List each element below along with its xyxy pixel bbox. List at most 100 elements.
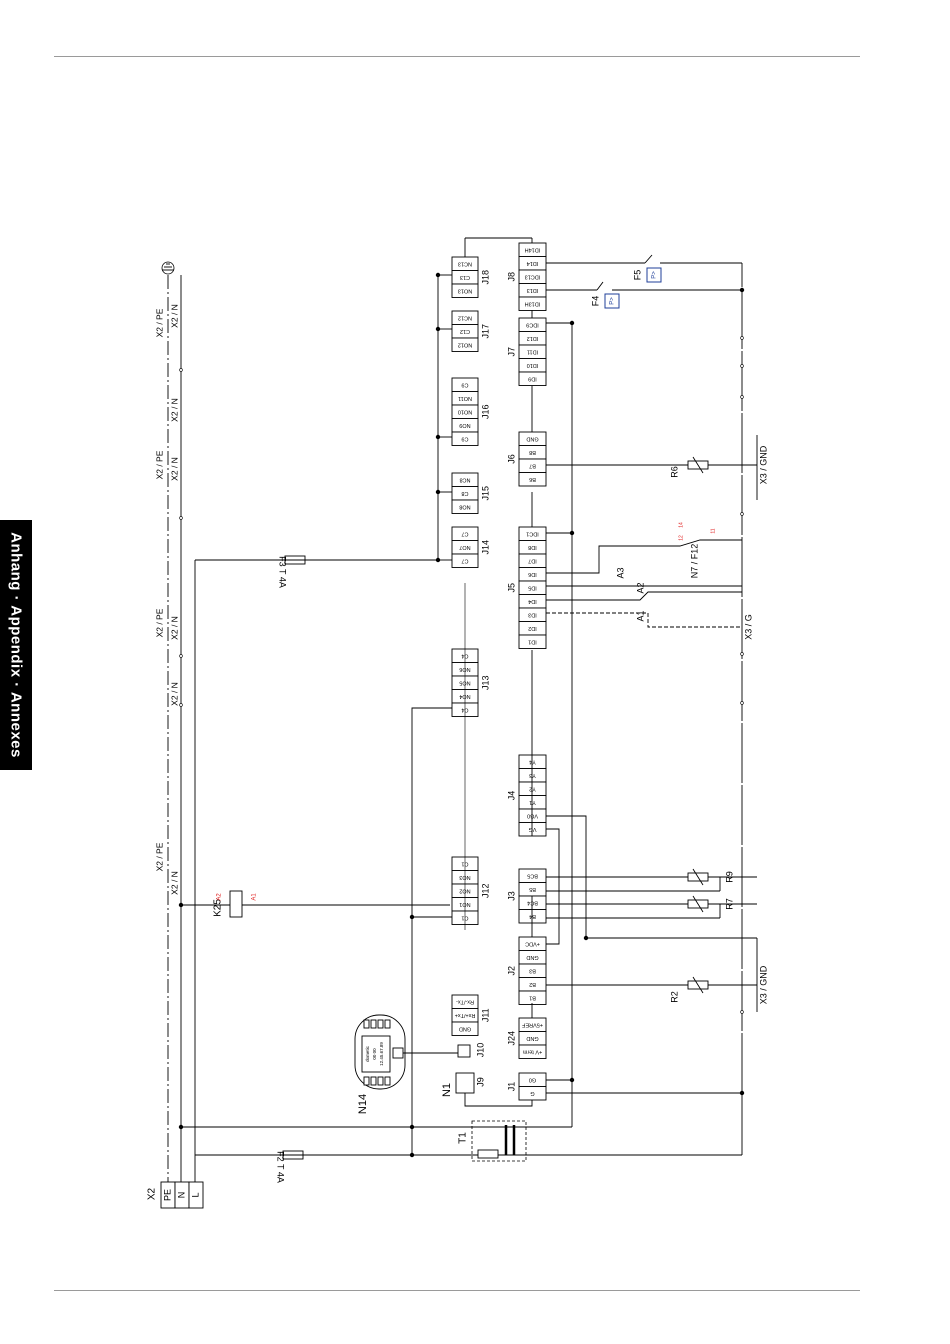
- mains-terminal-label: L: [190, 1192, 200, 1197]
- display-label: N14: [357, 1094, 369, 1114]
- io-connector-name: J4: [506, 791, 516, 801]
- sensor-label: R9: [724, 871, 734, 883]
- io-connector-pin-label: VG0: [527, 812, 538, 818]
- io-connector-pin-label: ID11: [527, 348, 538, 354]
- relay-connector-pin-label: NC13: [458, 260, 472, 266]
- io-connector-name: J3: [506, 891, 516, 901]
- contact-number: 14: [678, 522, 684, 528]
- io-connector-pin-label: B8: [529, 449, 536, 455]
- io-connector-pin-label: ID1: [528, 638, 537, 644]
- io-connector-pin-label: BC5: [527, 872, 538, 878]
- ground-label: X3 / GND: [758, 445, 768, 484]
- pswitch-label: F5: [632, 270, 642, 281]
- ground-label: X3 / GND: [758, 965, 768, 1004]
- io-connector-pin-label: GND: [526, 1035, 538, 1041]
- io-connector-pin-label: IDC13: [525, 273, 541, 279]
- bus-label: X2 / PE: [154, 842, 164, 871]
- io-connector-pin-label: ID13H: [525, 300, 541, 306]
- io-connector-name: J1: [506, 1082, 516, 1092]
- io-connector-pin-label: GND: [526, 435, 538, 441]
- pressure-switch-symbol: P>: [610, 297, 616, 305]
- relay-connector-name: J18: [480, 270, 490, 285]
- footer-rule: [54, 1290, 860, 1291]
- io-connector-pin: [518, 634, 547, 649]
- junction-dot: [178, 902, 184, 908]
- fuse-label: F2 T 4A: [276, 1151, 286, 1183]
- io-connector-name: J5: [506, 583, 516, 593]
- relay-connector-name: J17: [480, 324, 490, 339]
- contact-number: 12: [678, 535, 684, 541]
- junction-dot: [409, 1124, 415, 1130]
- bus-break: [179, 654, 183, 658]
- io-connector-name: J24: [506, 1031, 516, 1046]
- junction-dot: [435, 272, 441, 278]
- bus-label: X2 / N: [169, 616, 179, 640]
- io-connector-name: J6: [506, 454, 516, 464]
- pressure-switch-icon: [604, 293, 620, 309]
- io-connector-name: J2: [506, 966, 516, 976]
- pressure-switch-symbol: P>: [652, 271, 658, 279]
- digital-input-label: A3: [615, 567, 625, 578]
- controller-label: N1: [441, 1083, 453, 1097]
- junction-dot: [583, 935, 589, 941]
- io-connector-pin-label: ID10: [527, 362, 539, 368]
- io-connector-name: J8: [506, 272, 516, 282]
- pswitch-contact: [596, 281, 604, 291]
- relay-connector-pin-label: NC8: [459, 476, 470, 482]
- bus-break: [179, 703, 183, 707]
- relay-connector-pin-label: NO9: [459, 422, 470, 428]
- relay-label: K25: [213, 899, 224, 917]
- sensor-icon: [692, 895, 704, 913]
- display-key: [384, 1076, 391, 1086]
- relay-connector-pin: [451, 283, 479, 298]
- display-key: [370, 1019, 377, 1029]
- relay-connector-pin-label: C9: [461, 381, 468, 387]
- io-connector-pin-label: BC4: [527, 899, 538, 905]
- vg-wire: [546, 828, 560, 945]
- io-connector-pin-label: IDC9: [526, 321, 539, 327]
- side-tab: Anhang · Appendix · Annexes: [0, 520, 32, 770]
- io-connector-pin-label: ID12: [527, 335, 539, 341]
- io-connector-pin-label: Y4: [529, 758, 536, 764]
- relay-connector-pin-label: C12: [460, 328, 470, 334]
- junction-dot: [409, 914, 415, 920]
- sensor-label: R7: [724, 898, 734, 910]
- pswitch-label: F4: [590, 296, 600, 307]
- io-connector-pin-label: G: [530, 1090, 534, 1096]
- io-connector-pin-label: B5: [529, 886, 536, 892]
- io-connector-pin-label: GND: [526, 954, 538, 960]
- io-connector-pin: [518, 296, 547, 311]
- io-connector-pin-label: B7: [529, 462, 536, 468]
- relay-connector-pin-label: Rx+/Tx+: [455, 1012, 476, 1018]
- rail-break: [740, 364, 744, 368]
- io-connector-pin-label: B2: [529, 981, 536, 987]
- junction-dot: [435, 557, 441, 563]
- rail-break: [740, 395, 744, 399]
- display-key: [370, 1076, 377, 1086]
- io-connector-pin: [518, 909, 547, 924]
- relay-connector-pin-label: NO10: [458, 408, 472, 414]
- junction-dot: [739, 287, 745, 293]
- display-key: [384, 1019, 391, 1029]
- junction-dot: [435, 326, 441, 332]
- rail-break: [740, 1010, 744, 1014]
- connector-j10: [457, 1044, 471, 1058]
- display-text: 00 00: [372, 1048, 377, 1060]
- relay-connector-name: J11: [480, 1008, 490, 1022]
- relay-connector-pin-label: Rx-/Tx-: [456, 998, 474, 1004]
- io-connector-pin-label: ID7: [528, 557, 537, 563]
- io-connector-pin-label: IDC1: [526, 530, 539, 536]
- io-connector-pin-label: +VDC: [525, 940, 540, 946]
- io-connector-pin: [518, 990, 547, 1005]
- rail-break: [740, 512, 744, 516]
- vg0-wire: [546, 815, 757, 939]
- relay-connector-pin-label: NO11: [458, 395, 472, 401]
- bus-break: [179, 516, 183, 520]
- contact-number: 11: [710, 528, 716, 533]
- header-rule: [54, 56, 860, 57]
- relay-k25-icon: [229, 890, 243, 918]
- junction-dot: [409, 1152, 415, 1158]
- relay-connector-pin-label: GND: [459, 1025, 471, 1031]
- relay-connector-pin-label: C7: [461, 557, 468, 563]
